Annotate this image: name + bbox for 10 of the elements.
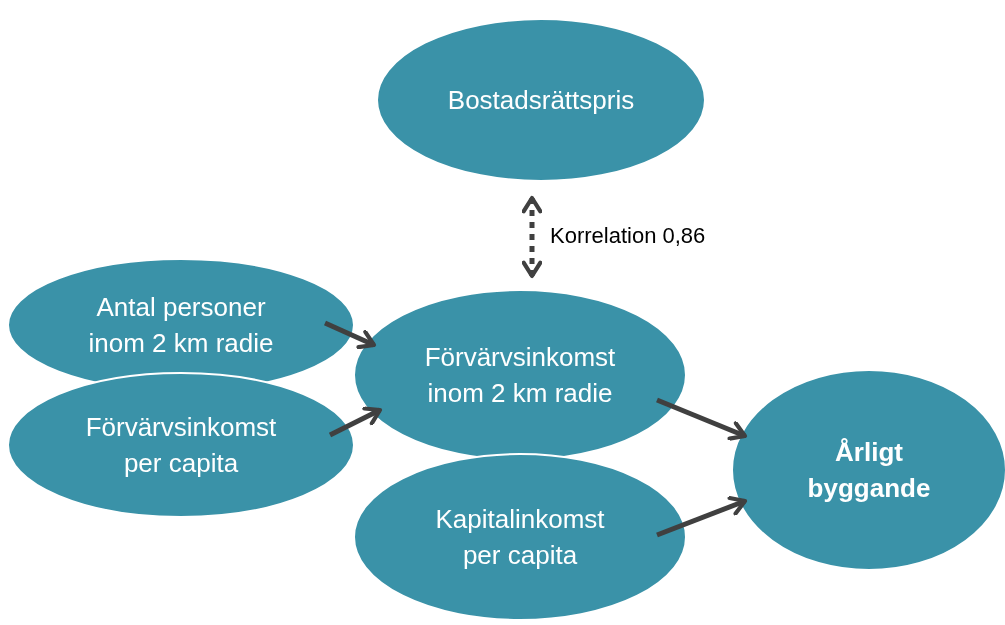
arrow bbox=[656, 397, 748, 441]
node-label: Förvärvsinkomst inom 2 km radie bbox=[423, 341, 617, 410]
arrow bbox=[323, 320, 377, 350]
node-label: Antal personer inom 2 km radie bbox=[87, 291, 275, 360]
node-label: Kapitalinkomst per capita bbox=[434, 503, 606, 572]
dashed-double-arrow bbox=[521, 195, 543, 279]
node-label: Årligt byggande bbox=[806, 436, 932, 505]
node-label: Förvärvsinkomst per capita bbox=[84, 411, 278, 480]
node-label: Bostadsrättspris bbox=[446, 84, 636, 117]
arrow bbox=[656, 495, 748, 538]
